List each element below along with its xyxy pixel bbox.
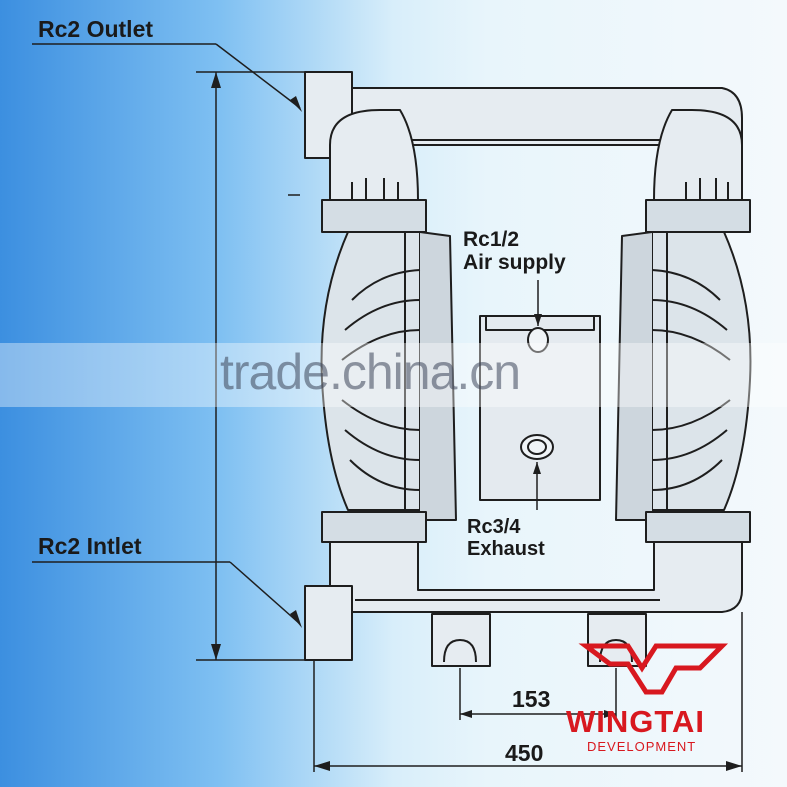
- air-supply-name-label: Air supply: [463, 251, 566, 274]
- logo-subtitle: DEVELOPMENT: [587, 739, 697, 754]
- right-flange-bottom: [645, 511, 751, 543]
- watermark-band: [0, 343, 787, 407]
- left-elbow-top: [329, 109, 419, 201]
- dimension-inner-label: 153: [512, 686, 551, 712]
- right-flange-top: [645, 199, 751, 233]
- center-body: [479, 315, 601, 501]
- air-supply-port: [527, 327, 549, 353]
- right-chamber: [651, 231, 752, 511]
- inlet-port: [304, 585, 353, 661]
- exhaust-size-label: Rc3/4: [467, 516, 521, 538]
- left-flange-top: [321, 199, 427, 233]
- air-supply-size-label: Rc1/2: [463, 228, 520, 251]
- logo-name: WINGTAI: [566, 704, 706, 739]
- inlet-label: Rc2 Intlet: [38, 533, 142, 559]
- watermark-text: trade.china.cn: [220, 344, 521, 400]
- exhaust-port: [520, 434, 554, 460]
- dimension-outer-label: 450: [505, 740, 544, 766]
- right-elbow-top: [653, 109, 743, 201]
- left-flange-bottom: [321, 511, 427, 543]
- exhaust-name-label: Exhaust: [467, 538, 545, 560]
- wingtai-logo-mark: [578, 643, 729, 695]
- bottom-manifold: [329, 541, 743, 613]
- outlet-label: Rc2 Outlet: [38, 16, 154, 42]
- left-chamber: [320, 231, 421, 511]
